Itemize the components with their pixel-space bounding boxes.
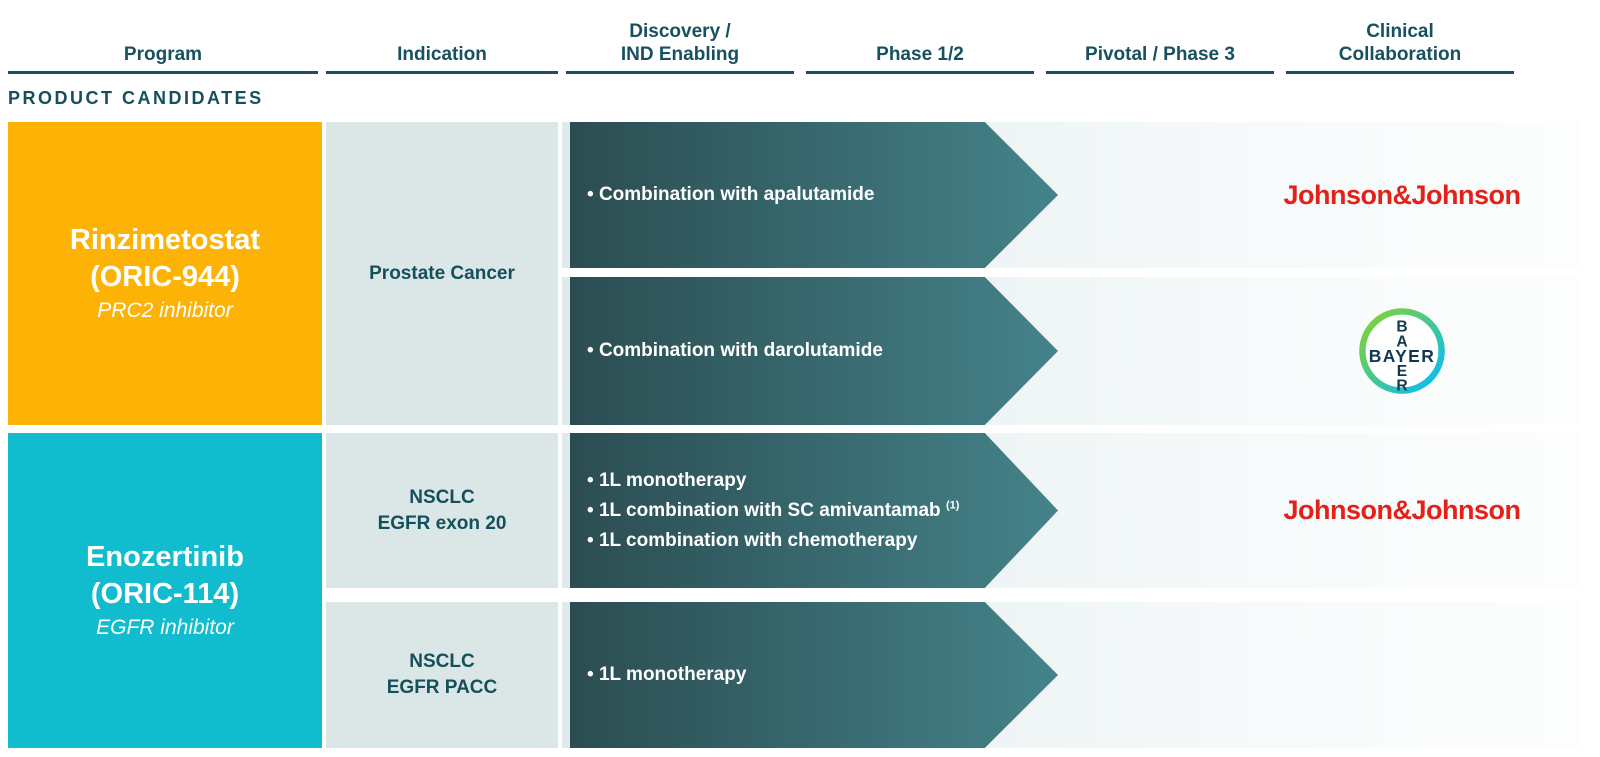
trial-bullet-text: 1L monotherapy xyxy=(598,664,747,685)
bayer-horizontal-word: BAYER xyxy=(1369,346,1435,366)
indication-label-line1: NSCLC xyxy=(409,651,475,672)
column-header-label: Pivotal / Phase 3 xyxy=(1085,44,1235,65)
trial-bullet-text: 1L combination with chemotherapy xyxy=(598,529,918,551)
partner-cell: Johnson&Johnson xyxy=(1283,122,1522,268)
indication-label-line2: EGFR exon 20 xyxy=(377,512,507,534)
trial-bullet: 1L monotherapy xyxy=(587,466,1058,496)
column-header-clinical-collaboration: Clinical Collaboration xyxy=(1286,8,1514,74)
program-code: (ORIC-944) xyxy=(90,260,240,293)
indication-label-line2: EGFR PACC xyxy=(386,677,498,698)
bayer-logo: BAYER B A E R xyxy=(1359,308,1445,395)
trial-bullet-text: Combination with darolutamide xyxy=(598,340,883,361)
column-header-pivotal-phase-3: Pivotal / Phase 3 xyxy=(1046,8,1274,74)
bayer-circle xyxy=(1359,308,1445,394)
column-header-program: Program xyxy=(8,8,318,74)
column-header-label-line1: Clinical xyxy=(1366,21,1434,42)
trial-bullet: Combination with apalutamide xyxy=(587,180,1058,210)
trial-bullet: 1L combination with SC amivantamab (1) xyxy=(587,496,1058,526)
column-header-label-line2: IND Enabling xyxy=(620,44,740,65)
indication-cell-nsclc-egfr-pacc: NSCLC EGFR PACC xyxy=(326,602,558,748)
indication-cell-prostate-cancer: Prostate Cancer xyxy=(326,122,558,425)
trial-bullet: 1L combination with chemotherapy xyxy=(587,526,1058,556)
column-header-discovery-ind-enabling: Discovery / IND Enabling xyxy=(566,8,794,74)
bayer-vertical-letter-b: B xyxy=(1396,319,1407,336)
footnote-marker: (1) xyxy=(945,499,960,512)
trial-bullet: Combination with darolutamide xyxy=(587,336,1058,366)
bayer-vertical-letter-e: E xyxy=(1397,363,1407,380)
program-name: Rinzimetostat xyxy=(69,223,261,256)
column-header-indication: Indication xyxy=(326,8,558,74)
program-block-enozertinib: Enozertinib (ORIC-114) EGFR inhibitor xyxy=(8,433,322,748)
johnson-johnson-logo: Johnson&Johnson xyxy=(1283,179,1522,210)
column-header-label: Indication xyxy=(397,44,487,65)
trial-bullet-text: Combination with apalutamide xyxy=(598,184,875,205)
column-header-label: Program xyxy=(123,44,203,65)
trial-bullet-text: 1L monotherapy xyxy=(598,469,747,491)
program-name: Enozertinib xyxy=(86,540,244,573)
indication-cell-nsclc-egfr-exon-20: NSCLC EGFR exon 20 xyxy=(326,433,558,588)
section-title-product-candidates: PRODUCT CANDIDATES xyxy=(8,88,264,108)
trial-bullet: 1L monotherapy xyxy=(587,660,1058,690)
johnson-johnson-logo: Johnson&Johnson xyxy=(1283,495,1522,525)
trial-arrow-darolutamide: Combination with darolutamide xyxy=(570,277,1058,425)
indication-label-line1: NSCLC xyxy=(409,486,475,508)
bayer-vertical-letter-r: R xyxy=(1396,378,1407,395)
partner-cell: Johnson&Johnson xyxy=(1283,433,1522,588)
column-header-label-line1: Discovery / xyxy=(629,21,731,42)
trial-arrow-nsclc-pacc: 1L monotherapy xyxy=(570,602,1058,748)
trial-arrow-apalutamide: Combination with apalutamide xyxy=(570,122,1058,268)
indication-label: Prostate Cancer xyxy=(369,262,515,284)
trial-arrow-nsclc-exon20: 1L monotherapy 1L combination with SC am… xyxy=(570,433,1058,588)
column-header-phase-1-2: Phase 1/2 xyxy=(806,8,1034,74)
trial-bullet-text: 1L combination with SC amivantamab xyxy=(598,499,941,521)
program-block-rinzimetostat: Rinzimetostat (ORIC-944) PRC2 inhibitor xyxy=(8,122,322,425)
column-header-label-line2: Collaboration xyxy=(1338,44,1462,65)
program-mechanism: EGFR inhibitor xyxy=(96,615,234,639)
partner-cell: BAYER B A E R xyxy=(1286,277,1518,425)
program-mechanism: PRC2 inhibitor xyxy=(97,298,233,322)
column-header-label: Phase 1/2 xyxy=(876,44,964,65)
bayer-vertical-letter-a: A xyxy=(1396,333,1407,350)
program-code: (ORIC-114) xyxy=(90,577,240,610)
